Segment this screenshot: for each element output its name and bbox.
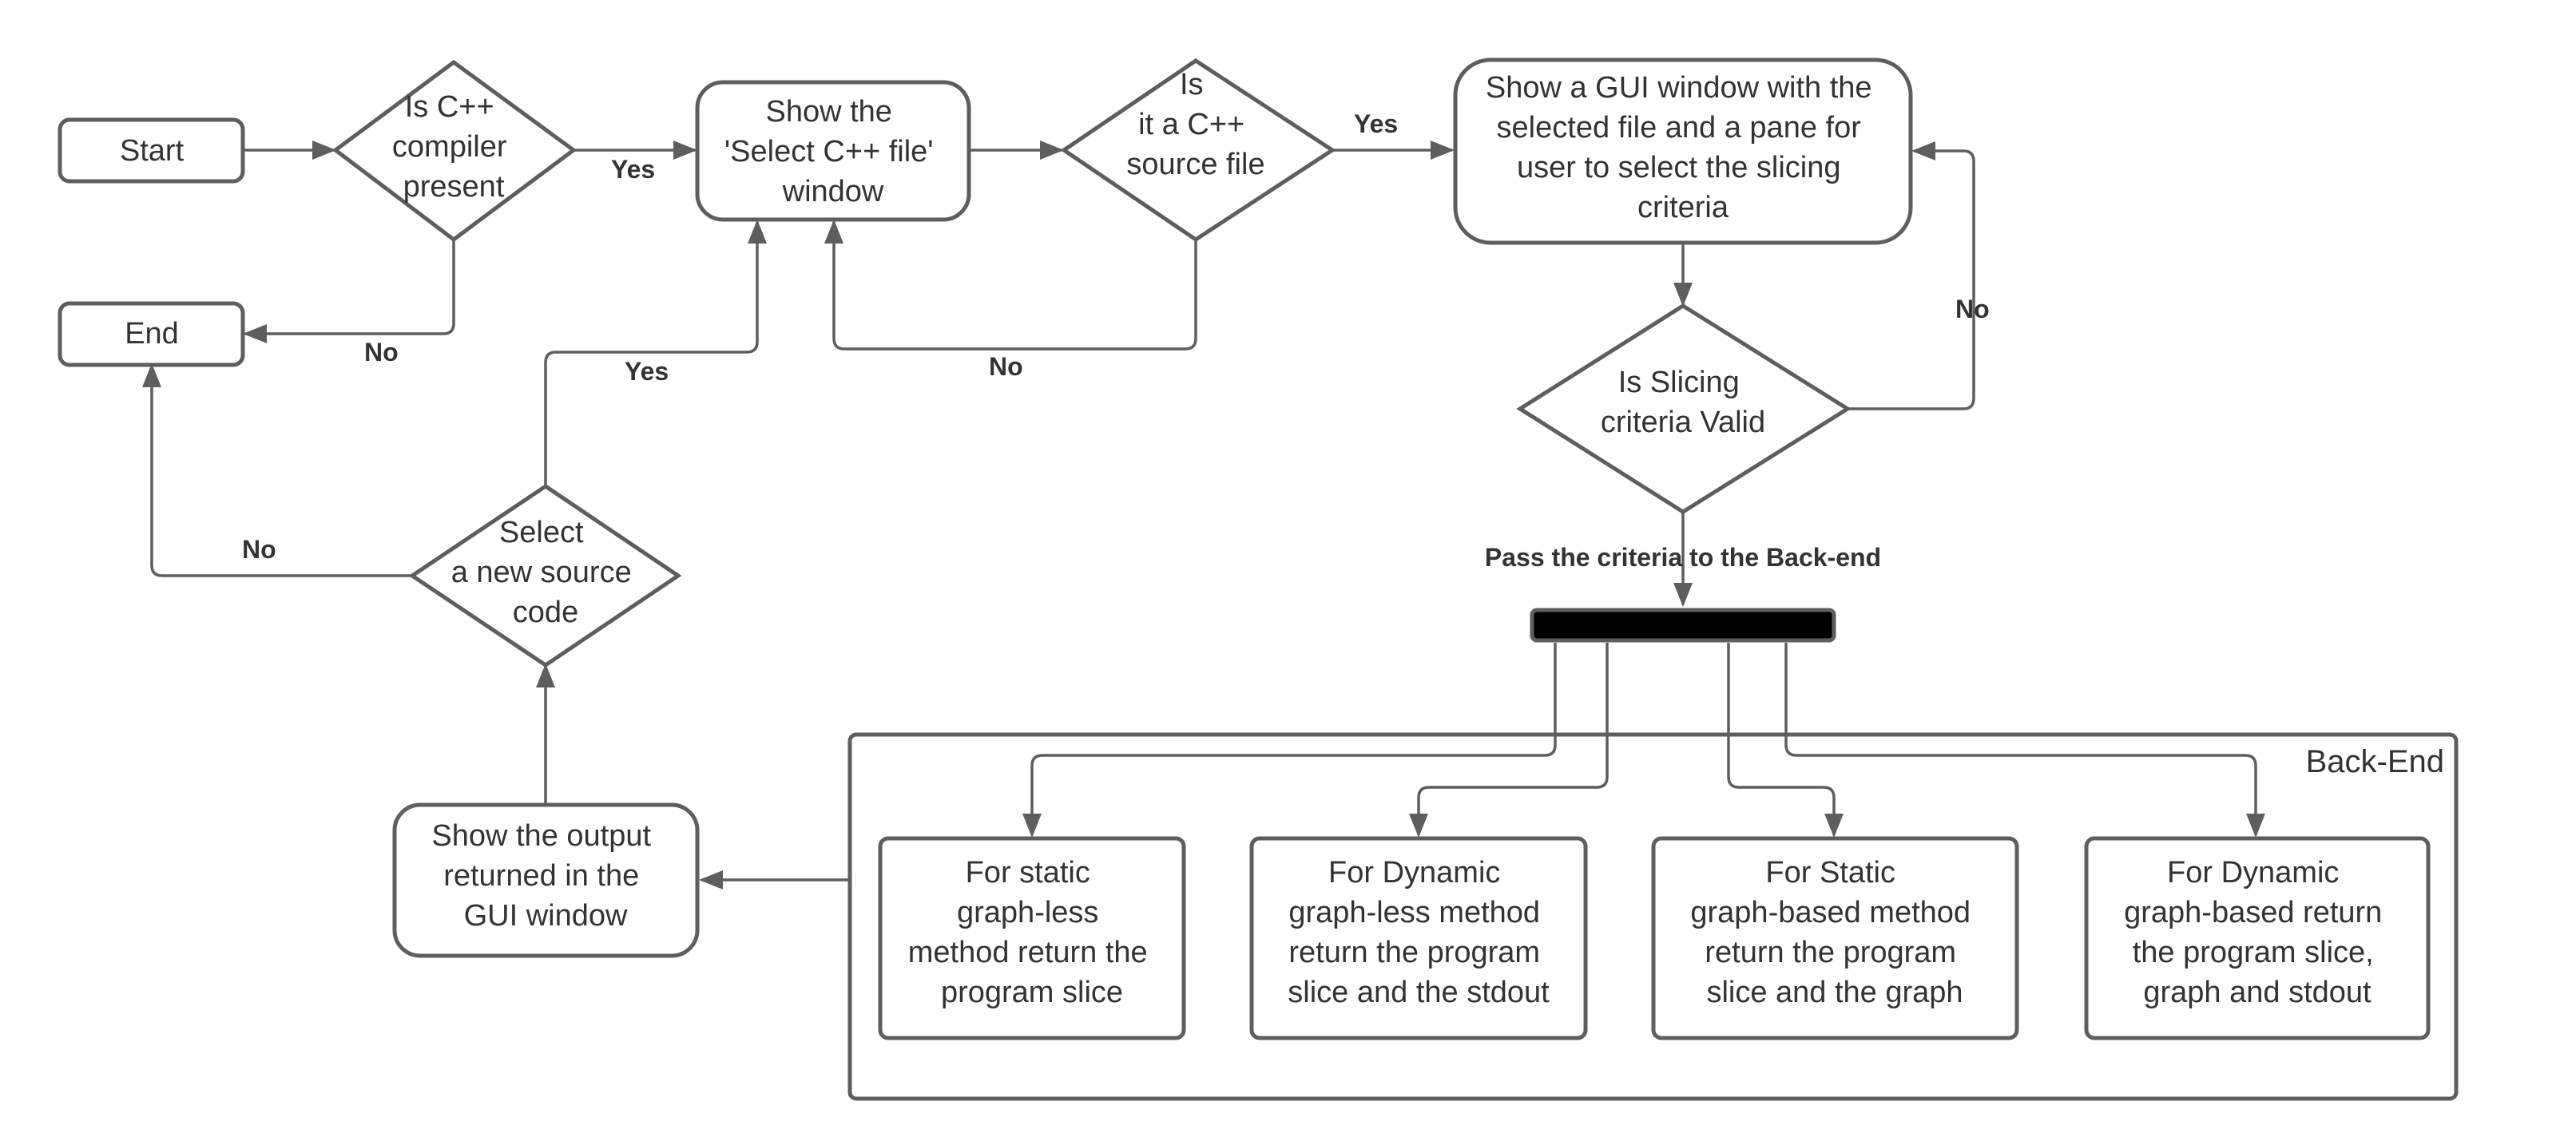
new-source-label: Select a new source code: [451, 516, 641, 629]
label-valid-no: No: [1955, 295, 1990, 323]
static-graph-based-box: [1651, 836, 2019, 1040]
end-label: End: [125, 317, 179, 351]
edge-fork-to-static-based: [1727, 643, 1844, 838]
start-terminal: [58, 117, 245, 184]
criteria-valid-decision: [1516, 303, 1852, 514]
edges: [142, 141, 2265, 889]
label-compiler-no: No: [364, 338, 399, 366]
gui-window-box: [1453, 57, 1913, 245]
fork-bar: [1530, 608, 1836, 643]
edge-valid-no: [1848, 141, 1975, 410]
back-end-label: Back-End: [2306, 744, 2444, 779]
edge-fork-to-dynamic-based: [1784, 643, 2265, 838]
dynamic-graph-based-box: [2084, 836, 2431, 1040]
output-window-label: Show the output returned in the GUI wind…: [431, 819, 659, 933]
edge-iscpp-no: [824, 220, 1197, 351]
static-graph-based-label: For Static graph-based method return the…: [1690, 856, 1979, 1009]
is-cpp-source-label: Is it a C++ source file: [1126, 68, 1264, 181]
label-newsource-yes: Yes: [625, 357, 669, 386]
static-graph-less-box: [878, 836, 1186, 1040]
label-iscpp-yes: Yes: [1354, 109, 1398, 138]
select-file-window-label: Show the 'Select C++ file' window: [724, 95, 942, 208]
dynamic-graph-less-label: For Dynamic graph-less method return the…: [1288, 856, 1550, 1009]
edge-newsource-no: [142, 363, 412, 577]
dynamic-graph-less-box: [1249, 836, 1588, 1040]
new-source-decision: [408, 483, 682, 668]
label-newsource-no: No: [242, 535, 276, 564]
edge-fork-to-static-less: [1022, 643, 1557, 838]
compiler-present-label: Is C++ compiler present: [392, 90, 515, 204]
dynamic-graph-based-label: For Dynamic graph-based return the progr…: [2124, 856, 2391, 1009]
start-label: Start: [120, 134, 185, 168]
select-file-window-box: [695, 80, 971, 222]
criteria-valid-label: Is Slicing criteria Valid: [1601, 366, 1765, 439]
end-terminal: [58, 301, 245, 367]
gui-window-label: Show a GUI window with the selected file…: [1486, 71, 1880, 224]
label-pass-criteria: Pass the criteria to the Back-end: [1485, 543, 1881, 572]
edge-compiler-no: [243, 240, 455, 343]
label-compiler-yes: Yes: [611, 155, 655, 184]
static-graph-less-label: For static graph-less method return the …: [908, 856, 1157, 1009]
edge-fork-to-dynamic-less: [1409, 643, 1609, 838]
label-iscpp-no: No: [989, 352, 1023, 381]
output-window-box: [392, 802, 700, 958]
compiler-present-decision: [331, 59, 578, 243]
edge-newsource-yes: [544, 220, 767, 486]
is-cpp-source-decision: [1060, 57, 1336, 243]
